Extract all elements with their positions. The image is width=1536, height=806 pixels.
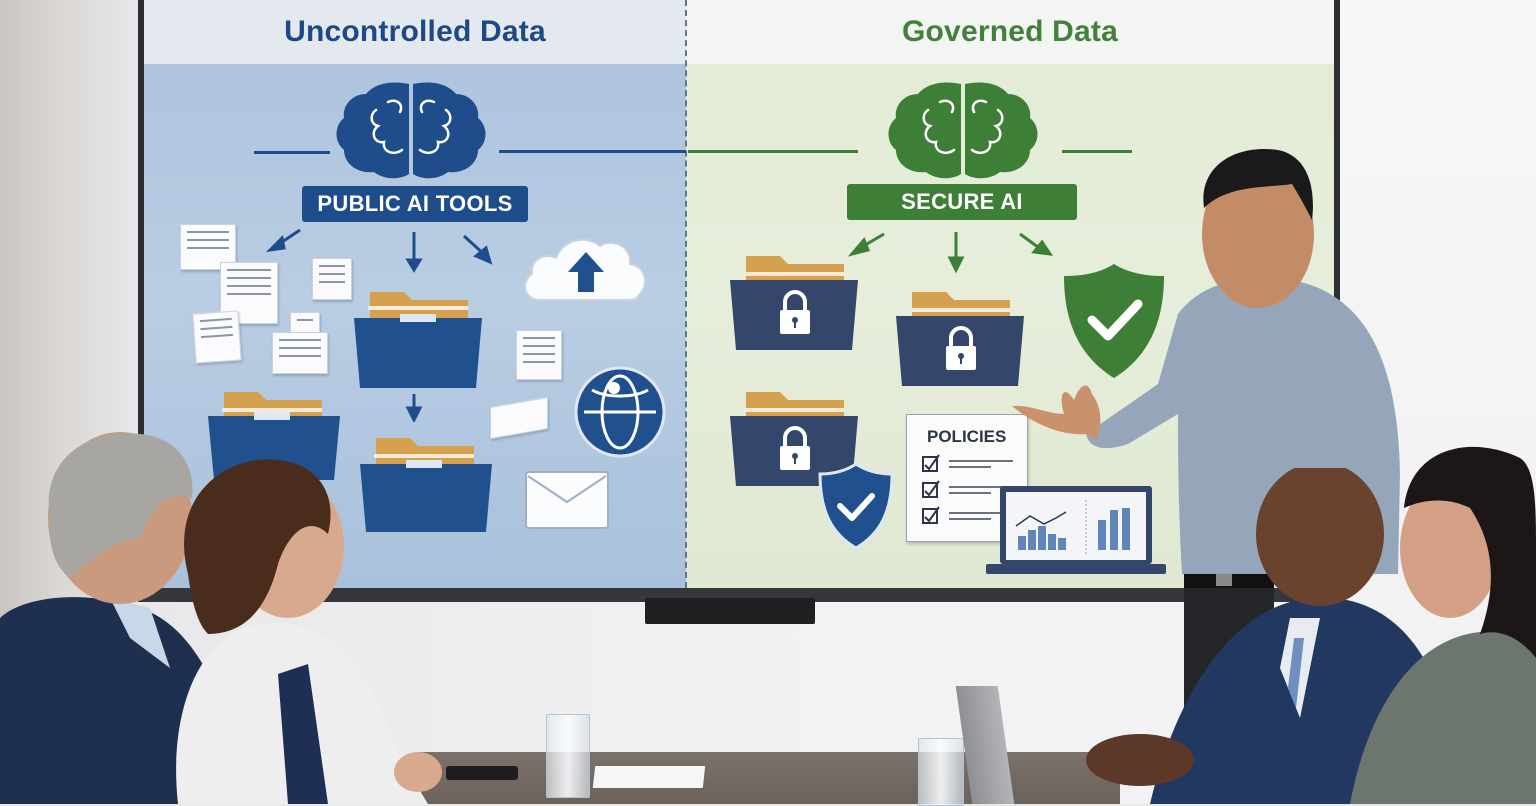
seated-man-grey-hair — [0, 432, 250, 804]
document-icon — [312, 258, 352, 300]
papers — [592, 766, 706, 788]
soundbar — [645, 598, 815, 624]
smartphone — [446, 766, 518, 780]
connector-line — [688, 150, 858, 153]
document-icon — [516, 330, 562, 380]
connector-line — [254, 151, 330, 154]
wall-display: Uncontrolled Data Governed Data PUBLIC A… — [138, 0, 1340, 596]
display-bezel-bottom — [138, 588, 1340, 602]
governed-data-title: Governed Data — [686, 0, 1334, 64]
shield-check-icon — [1064, 264, 1164, 378]
locked-folder-icon — [730, 392, 858, 486]
connector-line — [499, 150, 686, 153]
public-ai-tools-badge: PUBLIC AI TOOLS — [302, 186, 528, 222]
locked-folder-icon — [730, 256, 858, 350]
water-glass — [546, 714, 590, 798]
display-content: Uncontrolled Data Governed Data PUBLIC A… — [144, 0, 1334, 588]
brain-icon — [888, 82, 1038, 179]
laptop-chart-icon — [986, 486, 1166, 574]
folder-icon — [354, 292, 482, 388]
folder-icon — [360, 438, 492, 532]
locked-folder-icon — [896, 292, 1024, 386]
water-glass — [918, 738, 964, 806]
document-icon — [180, 224, 236, 270]
brain-icon — [336, 82, 486, 179]
seated-woman-dark-hair — [1350, 446, 1536, 804]
panel-divider — [685, 0, 687, 588]
policies-card-title: POLICIES — [927, 427, 1007, 446]
arrow-icon — [847, 232, 1054, 274]
document-icon — [272, 332, 328, 374]
connector-line — [1062, 150, 1132, 153]
envelope-icon — [525, 471, 609, 529]
arrow-icon — [265, 228, 493, 422]
document-icon — [192, 310, 242, 364]
seated-woman-curly-hair — [176, 459, 442, 804]
secure-ai-badge: SECURE AI — [847, 184, 1077, 220]
folder-icon — [208, 392, 340, 480]
uncontrolled-data-title: Uncontrolled Data — [144, 0, 686, 64]
shield-check-icon — [818, 462, 894, 550]
document-icon — [290, 312, 320, 334]
globe-icon — [574, 366, 666, 458]
cloud-upload-icon — [524, 238, 646, 301]
